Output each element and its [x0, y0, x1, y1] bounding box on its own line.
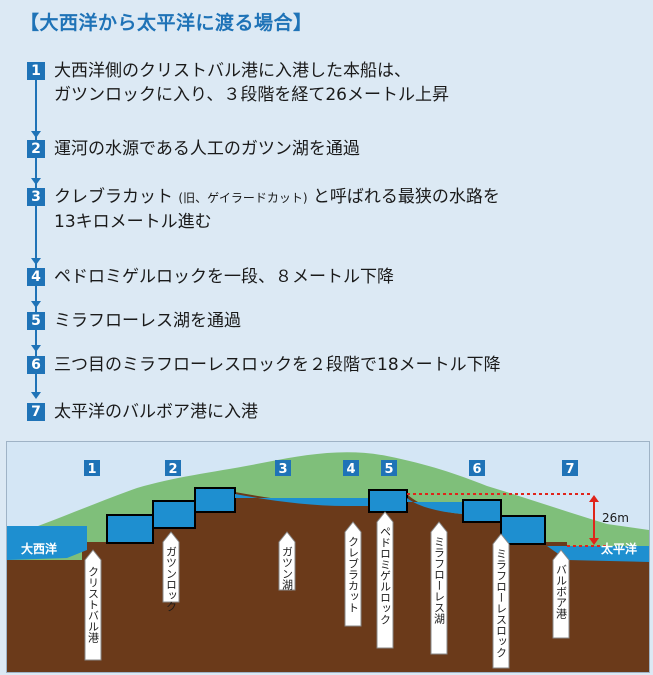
arrow-icon [31, 131, 41, 138]
step-note: (旧、ゲイラードカット) [178, 191, 308, 205]
step-markers: 1 2 3 4 5 6 7 [84, 460, 578, 477]
place-label: ペドロミゲルロック [379, 526, 392, 625]
lock-chamber [500, 515, 546, 545]
step-marker [381, 460, 397, 476]
step-number: 1 [27, 62, 45, 80]
step-marker-label: 3 [278, 462, 287, 477]
step-number: 4 [27, 268, 45, 286]
step-marker [343, 460, 359, 476]
height-label: 26m [602, 511, 629, 525]
step-text: 運河の水源である人工のガツン湖を通過 [54, 139, 360, 159]
place-label: ガツンロック [165, 546, 178, 612]
step-marker [469, 460, 485, 476]
step-text: クレブラカット (旧、ゲイラードカット) と呼ばれる最狭の水路を 13キロメート… [54, 185, 500, 234]
lock-chamber [462, 499, 502, 523]
step-marker-label: 6 [472, 462, 481, 477]
arrow-icon [31, 258, 41, 265]
step-text: 三つ目のミラフローレスロックを２段階で18メートル下降 [54, 355, 501, 375]
step-marker-label: 4 [346, 462, 355, 477]
step-marker [84, 460, 100, 476]
lock-chamber [368, 489, 408, 513]
miraflores-lake-water [407, 498, 463, 514]
page-title: 【大西洋から太平洋に渡る場合】 [20, 12, 313, 34]
place-tag [278, 531, 296, 591]
step-marker-label: 2 [168, 462, 177, 477]
atlantic-label: 大西洋 [21, 541, 57, 556]
step-marker [165, 460, 181, 476]
step-number: 7 [27, 403, 45, 421]
lock-chamber [152, 500, 196, 529]
step-line: クレブラカット (旧、ゲイラードカット) と呼ばれる最狭の水路を [54, 185, 500, 210]
place-label: ミラフローレスロック [495, 548, 508, 658]
step-text: ペドロミゲルロックを一段、８メートル下降 [54, 267, 394, 287]
lock-chamber [194, 487, 236, 513]
step-number: 3 [27, 188, 45, 206]
place-tag [492, 533, 510, 669]
place-tag [552, 549, 570, 639]
step-number: 6 [27, 356, 45, 374]
place-tag [376, 511, 394, 649]
place-label: ミラフローレス湖 [433, 536, 446, 625]
pacific-label: 太平洋 [601, 541, 637, 556]
step-marker [275, 460, 291, 476]
place-label: ガツン湖 [281, 546, 294, 591]
arrow-icon [31, 392, 41, 399]
pacific-water [547, 546, 649, 562]
step-line: ガツンロックに入り、３段階を経て26メートル上昇 [54, 85, 449, 105]
steps-list: 1 大西洋側のクリストバル港に入港した本船は、 ガツンロックに入り、３段階を経て… [27, 59, 501, 422]
step-marker-label: 7 [565, 462, 574, 477]
step-marker [562, 460, 578, 476]
step-connector-line [35, 70, 37, 395]
place-tag [344, 521, 362, 627]
step-line-part: クレブラカット [54, 187, 179, 207]
place-tag [430, 521, 448, 655]
step-line-part: と呼ばれる最狭の水路を [307, 187, 500, 207]
step-text: 太平洋のバルボア港に入港 [54, 402, 258, 422]
step-marker-label: 1 [87, 462, 96, 477]
arrow-down-icon [589, 538, 599, 545]
arrow-icon [31, 301, 41, 308]
step-marker-label: 5 [384, 462, 393, 477]
gatun-lake-water [235, 494, 369, 506]
arrow-icon [31, 345, 41, 352]
place-label: クレブラカット [347, 536, 360, 613]
arrow-icon [31, 178, 41, 185]
step-number: 5 [27, 312, 45, 330]
lock-chamber [106, 514, 154, 544]
step-text: ミラフローレス湖を通過 [54, 311, 241, 331]
place-tag [162, 531, 180, 603]
atlantic-water [7, 526, 87, 560]
place-label: クリストバル港 [87, 566, 100, 643]
step-line: 大西洋側のクリストバル港に入港した本船は、 [54, 61, 411, 81]
place-label: バルボア港 [555, 564, 568, 619]
place-tag [84, 549, 102, 661]
step-number: 2 [27, 140, 45, 158]
step-line: 13キロメートル進む [54, 212, 212, 232]
arrow-up-icon [589, 495, 599, 502]
step-text: 大西洋側のクリストバル港に入港した本船は、 ガツンロックに入り、３段階を経て26… [54, 59, 449, 107]
canal-cross-section: 26m 大西洋 太平洋 1 2 3 4 5 6 7 クリストバル港 ガツンロック [6, 441, 650, 673]
